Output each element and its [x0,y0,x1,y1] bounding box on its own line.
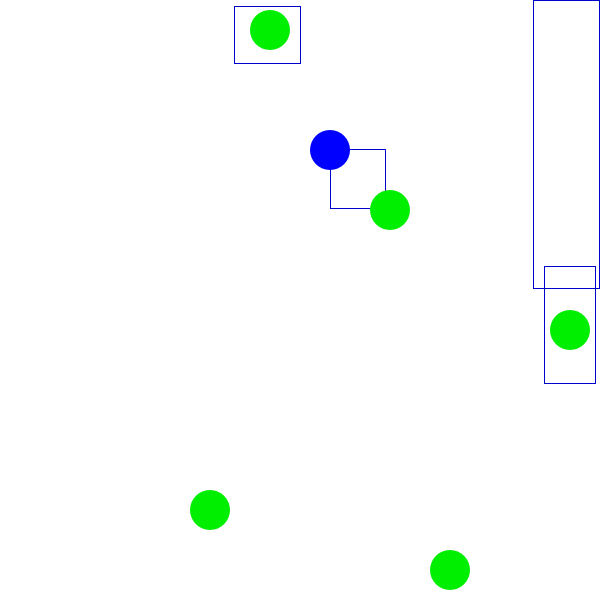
green-target-circle[interactable] [190,490,230,530]
green-target-circle[interactable] [370,190,410,230]
green-target-circle[interactable] [430,550,470,590]
green-target-circle[interactable] [250,10,290,50]
bounding-box-2 [330,149,386,209]
bounding-box-1 [234,6,301,64]
blue-player-circle[interactable] [310,130,350,170]
bounding-box-4 [544,266,596,384]
green-target-circle[interactable] [550,310,590,350]
bounding-box-3 [533,0,600,289]
